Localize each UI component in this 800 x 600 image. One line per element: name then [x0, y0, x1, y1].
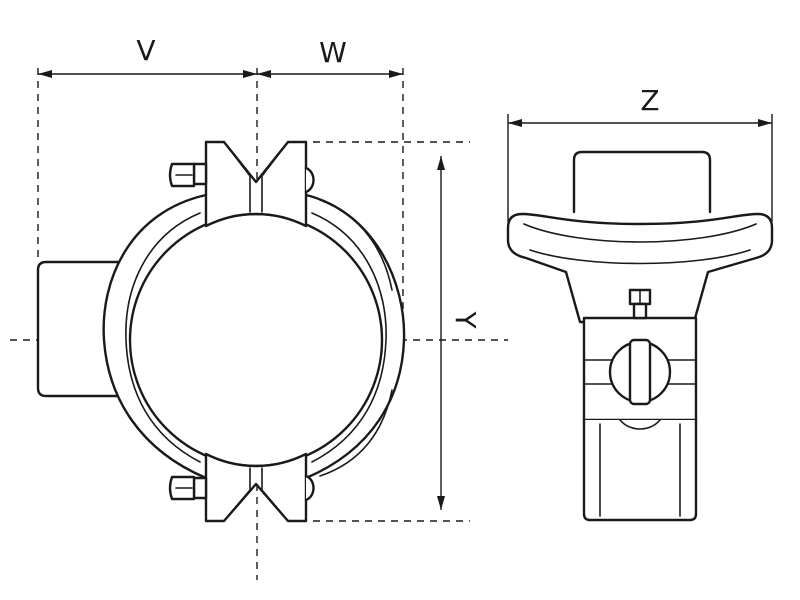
dimension-y: Y	[437, 156, 482, 510]
arrow-w-left	[257, 70, 271, 78]
dimension-v: V	[38, 34, 257, 78]
bottom-bolt-shank	[192, 476, 208, 500]
side-bolt	[628, 288, 652, 320]
side-top-collar	[572, 150, 712, 214]
side-oval-bar	[628, 338, 652, 406]
label-w: W	[319, 36, 347, 69]
side-saddle-curve-lower	[529, 249, 751, 265]
outlet-boss	[36, 260, 124, 398]
saddle-right-detail-lower	[319, 389, 393, 477]
arrow-y-bottom	[437, 496, 445, 510]
top-bolt	[168, 162, 315, 194]
side-saddle-flange	[506, 212, 774, 324]
saddle-inner-band-right	[311, 212, 387, 463]
arrow-w-right	[389, 70, 403, 78]
label-z: Z	[640, 84, 659, 117]
top-clamp-block	[204, 140, 308, 228]
arrow-z-right	[758, 119, 772, 127]
top-bolt-washer	[304, 166, 315, 194]
arrow-y-top	[437, 156, 445, 170]
side-bolt-shank	[632, 302, 648, 320]
bottom-bolt	[168, 474, 315, 502]
side-saddle-curve	[523, 223, 757, 243]
saddle-inner-band	[125, 212, 201, 463]
front-view	[36, 140, 406, 523]
top-bolt-shank	[192, 162, 208, 186]
side-view	[506, 150, 774, 522]
top-clamp-notch-inner	[223, 141, 289, 213]
saddle-right-detail	[319, 199, 393, 291]
dimension-z: Z	[507, 84, 773, 222]
side-lower-outlet-inner	[599, 423, 681, 517]
side-lower-outlet-curve	[619, 419, 661, 430]
bottom-clamp-notch-inner	[223, 467, 289, 522]
bottom-bolt-washer	[304, 474, 315, 502]
dimension-w: W	[257, 36, 403, 78]
arrow-z-left	[508, 119, 522, 127]
bottom-clamp-block	[204, 452, 308, 523]
arrow-v-right	[243, 70, 257, 78]
label-v: V	[136, 34, 155, 67]
label-y: Y	[449, 310, 482, 329]
side-lower-outlet	[582, 418, 698, 522]
arrow-v-left	[38, 70, 52, 78]
pipe-circle	[128, 212, 384, 468]
